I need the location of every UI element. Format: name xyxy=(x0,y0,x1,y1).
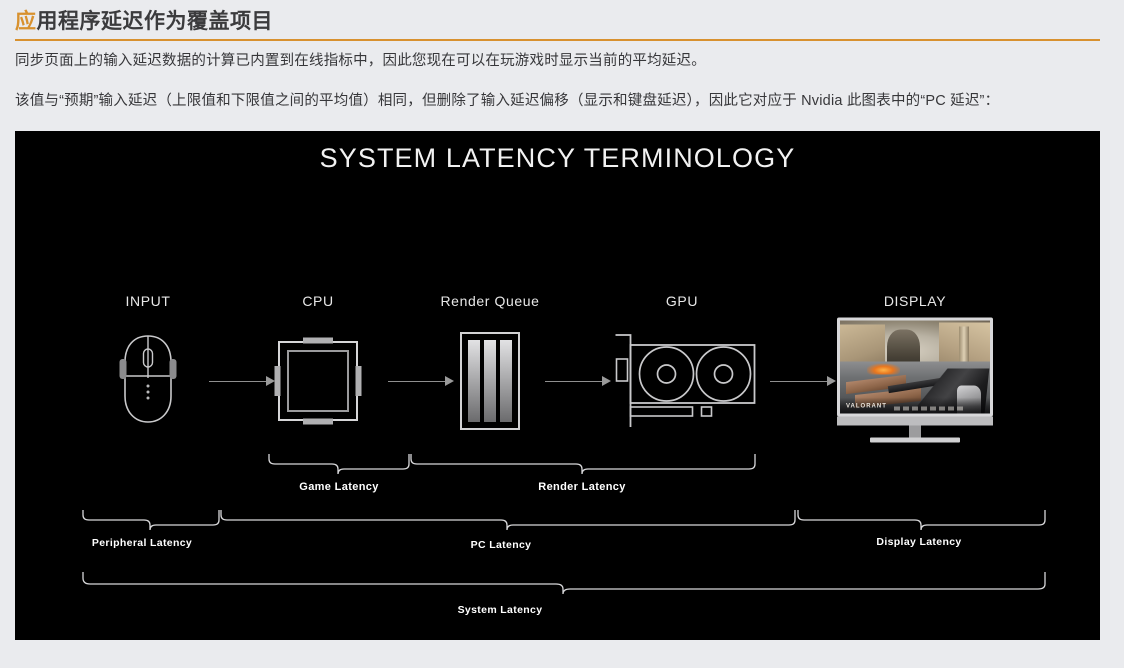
bracket-system-latency xyxy=(82,571,1046,600)
bracket-display-latency xyxy=(797,509,1046,536)
game-fire-effect xyxy=(867,363,900,375)
monitor-screen: VALORANT xyxy=(840,320,990,414)
bracket-label-display-latency: Display Latency xyxy=(876,536,962,548)
bracket-label-peripheral-latency: Peripheral Latency xyxy=(91,537,193,549)
stage-label-cpu: CPU xyxy=(302,293,334,309)
stage-label-render-queue: Render Queue xyxy=(440,293,540,309)
page-title: 应用程序延迟作为覆盖项目 xyxy=(15,8,1100,35)
monitor-neck xyxy=(909,425,921,438)
paragraph-2: 该值与“预期”输入延迟（上限值和下限值之间的平均值）相同，但删除了输入延迟偏移（… xyxy=(15,93,1000,109)
bracket-render-latency xyxy=(410,453,756,480)
monitor-base xyxy=(870,437,960,443)
paragraph-1: 同步页面上的输入延迟数据的计算已内置到在线指标中，因此您现在可以在玩游戏时显示当… xyxy=(15,53,706,69)
bracket-label-render-latency: Render Latency xyxy=(538,481,626,493)
game-title-logo: VALORANT xyxy=(846,403,887,410)
bracket-peripheral-latency xyxy=(82,509,220,536)
bracket-label-pc-latency: PC Latency xyxy=(470,539,532,551)
stage-label-gpu: GPU xyxy=(665,293,699,309)
article-header: 应用程序延迟作为覆盖项目 xyxy=(15,8,1100,41)
monitor-chin xyxy=(837,416,993,426)
stage-label-input: INPUT xyxy=(125,293,171,309)
bracket-pc-latency xyxy=(220,509,796,536)
cpu-chip-icon xyxy=(271,334,365,428)
page-title-accent-char: 应 xyxy=(15,10,37,33)
title-underline-rule xyxy=(15,39,1100,41)
page-title-rest: 用程序延迟作为覆盖项目 xyxy=(36,10,273,33)
game-hud-icons xyxy=(894,390,969,411)
game-pillar xyxy=(958,326,969,379)
arrow-cpu-to-queue xyxy=(388,376,454,386)
diagram-title: SYSTEM LATENCY TERMINOLOGY xyxy=(319,143,796,173)
graphics-card-icon xyxy=(605,331,760,431)
monitor-icon: VALORANT xyxy=(830,317,1000,443)
system-latency-diagram: SYSTEM LATENCY TERMINOLOGY INPUT CPU Ren… xyxy=(15,131,1100,640)
arrow-input-to-cpu xyxy=(209,376,275,386)
bracket-label-system-latency: System Latency xyxy=(457,604,543,616)
bracket-label-game-latency: Game Latency xyxy=(299,481,379,493)
monitor-bezel: VALORANT xyxy=(837,317,993,417)
stage-label-display: DISPLAY xyxy=(883,293,947,309)
render-queue-icon xyxy=(460,332,520,430)
arrow-queue-to-gpu xyxy=(545,376,611,386)
mouse-icon xyxy=(116,332,180,426)
bracket-game-latency xyxy=(268,453,410,480)
arrow-gpu-to-display xyxy=(770,376,836,386)
